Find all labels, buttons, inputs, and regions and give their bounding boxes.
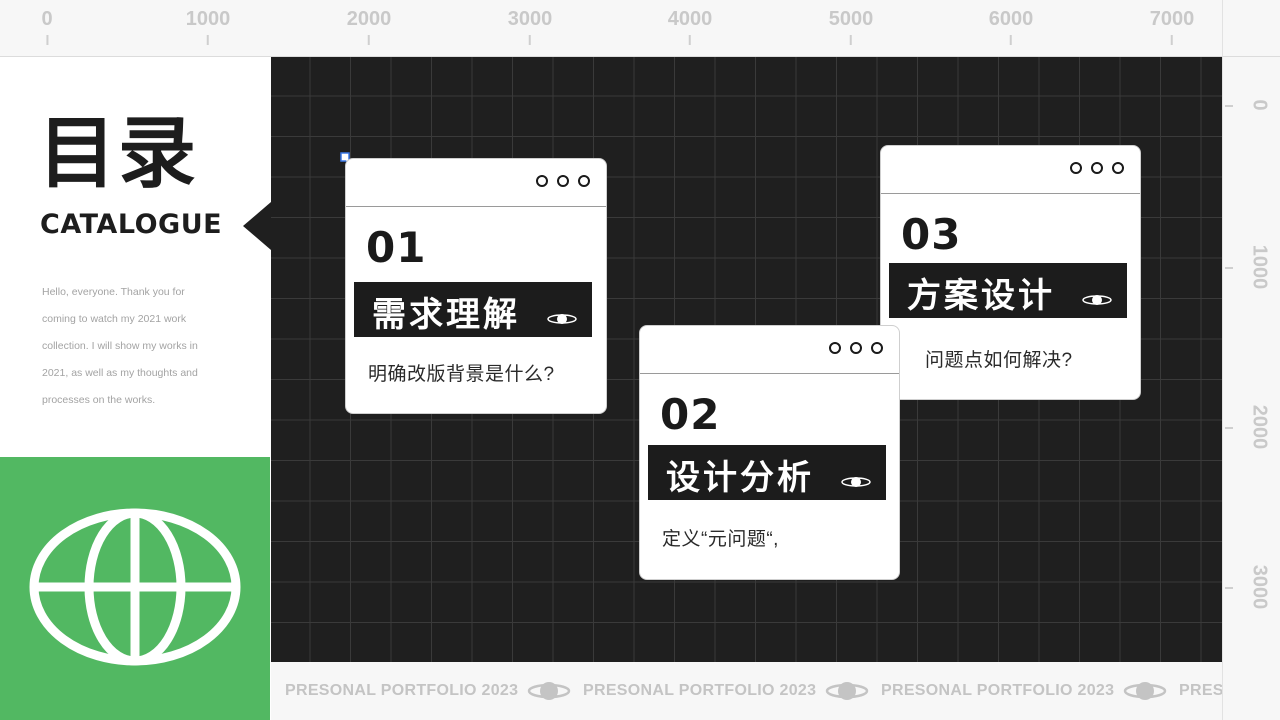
ruler-mark — [1225, 587, 1233, 589]
ruler-tick: 3000 — [1248, 564, 1271, 610]
marquee-text: PRESONAL PORTFOLIO 2023 — [583, 682, 817, 699]
card-number: 03 — [901, 210, 962, 259]
window-titlebar — [346, 159, 606, 207]
card-title: 方案设计 — [907, 276, 1055, 316]
marquee-text: PRESONAL PORTFOLIO 2023 — [285, 682, 519, 699]
ruler-tick: 0 — [1248, 99, 1271, 111]
ruler-tick: 2000 — [1248, 404, 1271, 450]
catalogue-title-cn: 目录 — [38, 109, 199, 199]
ruler-tick: 0 — [41, 8, 52, 45]
ruler-mark — [1225, 427, 1233, 429]
ruler-tick: 5000 — [829, 8, 874, 45]
card-description: 明确改版背景是什么? — [368, 364, 555, 385]
window-titlebar — [640, 326, 899, 374]
card-title: 设计分析 — [666, 458, 814, 498]
card-number: 01 — [366, 223, 427, 272]
catalogue-title-en: CATALOGUE — [40, 209, 223, 240]
ruler-mark — [1225, 267, 1233, 269]
ruler-tick: 7000 — [1150, 8, 1195, 45]
card-01[interactable]: 01 需求理解 明确改版背景是什么? — [345, 158, 607, 414]
ruler-tick: 4000 — [668, 8, 713, 45]
planet-icon — [1082, 295, 1112, 305]
intro-text: Hello, everyone. Thank you for coming to… — [42, 286, 198, 406]
planet-icon — [527, 682, 571, 700]
catalogue-panel: 目录 CATALOGUE Hello, everyone. Thank you … — [0, 57, 271, 457]
card-03[interactable]: 03 方案设计 问题点如何解决? — [880, 145, 1141, 400]
card-description: 定义“元问题“, — [662, 529, 779, 550]
card-title-box: 设计分析 — [648, 445, 886, 500]
ruler-mark — [1225, 105, 1233, 107]
globe-icon — [29, 508, 241, 666]
card-title: 需求理解 — [372, 295, 520, 335]
planet-icon — [825, 682, 869, 700]
card-description: 问题点如何解决? — [925, 350, 1073, 371]
marquee-text: PRES — [1179, 682, 1222, 699]
ruler-tick: 6000 — [989, 8, 1034, 45]
window-titlebar — [881, 146, 1140, 194]
ruler-tick: 1000 — [186, 8, 231, 45]
ruler-tick: 3000 — [508, 8, 553, 45]
planet-icon — [841, 477, 871, 487]
portfolio-marquee: PRESONAL PORTFOLIO 2023 PRESONAL PORTFOL… — [271, 662, 1222, 720]
card-number: 02 — [660, 390, 721, 439]
card-02[interactable]: 02 设计分析 定义“元问题“, — [639, 325, 900, 580]
ruler-corner — [1222, 0, 1280, 57]
ruler-tick: 2000 — [347, 8, 392, 45]
marquee-text: PRESONAL PORTFOLIO 2023 — [881, 682, 1115, 699]
window-dots-icon — [829, 342, 883, 354]
ruler-tick: 1000 — [1248, 244, 1271, 290]
planet-icon — [547, 314, 577, 324]
card-title-box: 需求理解 — [354, 282, 592, 337]
card-title-box: 方案设计 — [889, 263, 1127, 318]
window-dots-icon — [536, 175, 590, 187]
window-dots-icon — [1070, 162, 1124, 174]
right-ruler: 0 1000 2000 3000 — [1222, 57, 1280, 720]
triangle-pointer-icon — [243, 202, 271, 250]
planet-icon — [1123, 682, 1167, 700]
top-ruler: 0 1000 2000 3000 4000 5000 6000 7000 — [0, 0, 1222, 57]
